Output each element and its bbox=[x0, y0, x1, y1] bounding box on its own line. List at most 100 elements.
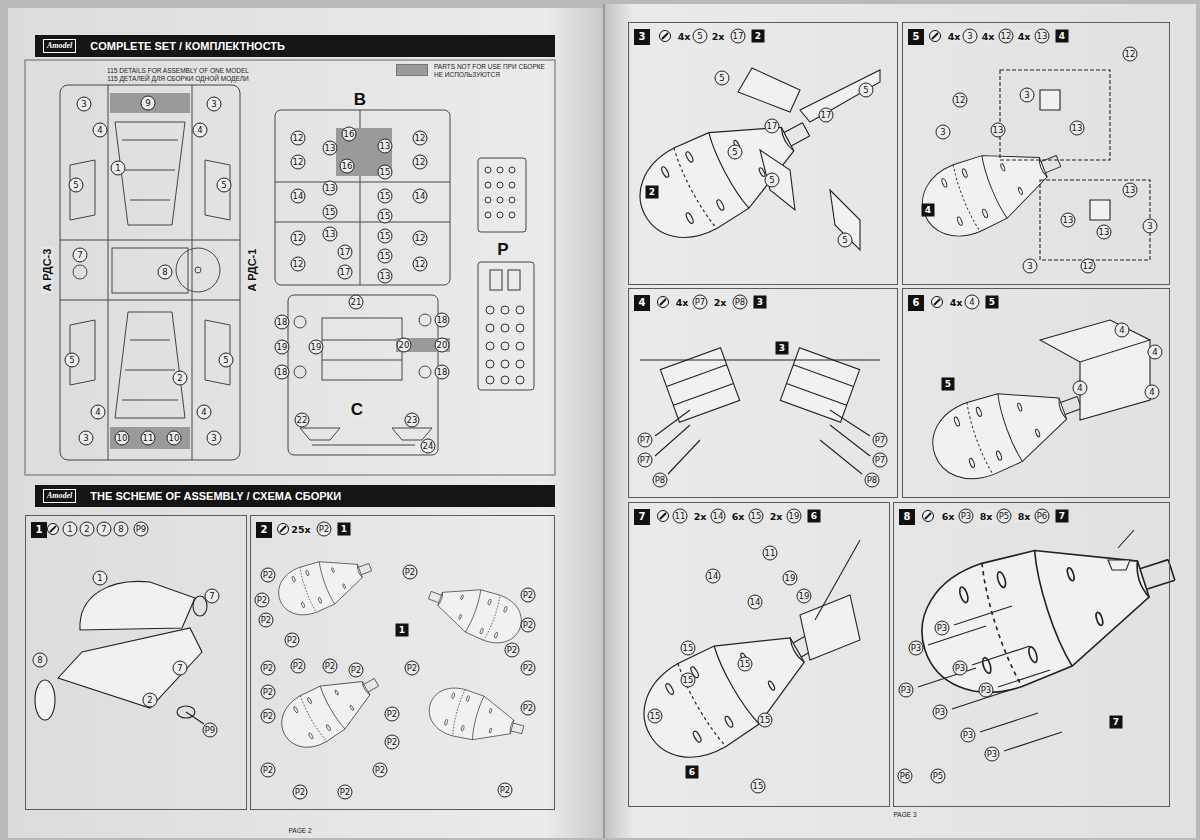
quantity-text: 4x bbox=[1017, 31, 1032, 42]
callout-number: 12 bbox=[999, 29, 1014, 44]
callout-number: P2 bbox=[385, 735, 400, 750]
sprue-letter: C bbox=[349, 401, 365, 419]
callout-number: 5 bbox=[715, 71, 730, 86]
assembly-ref: 1 bbox=[338, 523, 351, 536]
callout-number: P9 bbox=[134, 522, 149, 537]
note-text: PAGE 3 bbox=[893, 811, 916, 818]
sprue-letter: B bbox=[352, 91, 368, 109]
callout-number: 3 bbox=[79, 431, 94, 446]
callout-number: 22 bbox=[295, 413, 310, 428]
callout-number: 1 bbox=[111, 161, 126, 176]
assembly-ref: 2 bbox=[646, 186, 659, 199]
callout-number: P2 bbox=[261, 661, 276, 676]
callout-number: 15 bbox=[378, 249, 393, 264]
callout-number: 4 bbox=[1145, 385, 1160, 400]
assembly-ref: 3 bbox=[754, 296, 767, 309]
callout-number: 4 bbox=[197, 405, 212, 420]
callout-number: 16 bbox=[340, 159, 355, 174]
assembly-ref: 5 bbox=[986, 296, 999, 309]
quantity-text: 2x bbox=[713, 297, 728, 308]
step-number: 4 bbox=[634, 295, 650, 311]
callout-number: 8 bbox=[33, 653, 48, 668]
assembly-drawings bbox=[35, 31, 1192, 777]
callout-number: 15 bbox=[378, 189, 393, 204]
step-panel: 4 bbox=[628, 288, 898, 498]
step-number: 3 bbox=[634, 29, 650, 45]
callout-number: P2 bbox=[405, 661, 420, 676]
step-number: 6 bbox=[908, 295, 924, 311]
callout-number: P3 bbox=[979, 683, 994, 698]
callout-number: 18 bbox=[275, 315, 290, 330]
callout-number: 12 bbox=[291, 155, 306, 170]
callout-number: 11 bbox=[763, 546, 778, 561]
callout-number: 12 bbox=[1081, 259, 1096, 274]
callout-number: 4 bbox=[965, 295, 980, 310]
callout-number: 20 bbox=[435, 338, 450, 353]
callout-number: 3 bbox=[1020, 88, 1035, 103]
callout-number: 13 bbox=[323, 227, 338, 242]
callout-number: P8 bbox=[865, 473, 880, 488]
callout-number: 13 bbox=[323, 181, 338, 196]
sprue-drawings bbox=[25, 60, 555, 475]
callout-number: 17 bbox=[731, 29, 746, 44]
callout-number: 19 bbox=[309, 340, 324, 355]
assembly-ref: 7 bbox=[1056, 510, 1069, 523]
callout-number: P2 bbox=[498, 783, 513, 798]
callout-number: P2 bbox=[261, 685, 276, 700]
callout-number: 18 bbox=[435, 313, 450, 328]
callout-number: 15 bbox=[648, 709, 663, 724]
callout-number: 12 bbox=[953, 93, 968, 108]
callout-number: P2 bbox=[521, 588, 536, 603]
callout-number: 20 bbox=[397, 338, 412, 353]
callout-number: P3 bbox=[909, 641, 924, 656]
header-band: AmodelCOMPLETE SET / КОМПЛЕКТНОСТЬ bbox=[35, 35, 555, 57]
callout-number: 3 bbox=[963, 29, 978, 44]
step-number: 7 bbox=[634, 509, 650, 525]
callout-number: 5 bbox=[693, 29, 708, 44]
callout-number: 5 bbox=[219, 353, 234, 368]
callout-number: 14 bbox=[413, 189, 428, 204]
callout-number: 15 bbox=[378, 229, 393, 244]
callout-number: 17 bbox=[338, 265, 353, 280]
callout-number: P2 bbox=[521, 618, 536, 633]
callout-number: 12 bbox=[291, 131, 306, 146]
callout-number: 23 bbox=[405, 413, 420, 428]
quantity-text: 8x bbox=[979, 511, 994, 522]
callout-number: 3 bbox=[207, 431, 222, 446]
step-number: 5 bbox=[908, 29, 924, 45]
callout-number: 5 bbox=[859, 83, 874, 98]
callout-number: 19 bbox=[783, 571, 798, 586]
sprue-name: A РДС-1 bbox=[246, 247, 258, 294]
callout-number: 2 bbox=[173, 371, 188, 386]
callout-number: P3 bbox=[985, 747, 1000, 762]
step-panel: 7 bbox=[628, 502, 890, 807]
note-text: 115 DETAILS FOR ASSEMBLY OF ONE MODEL bbox=[107, 67, 249, 74]
callout-number: 19 bbox=[275, 340, 290, 355]
callout-number: 12 bbox=[291, 257, 306, 272]
callout-number: 19 bbox=[787, 509, 802, 524]
callout-number: 14 bbox=[748, 595, 763, 610]
callout-number: 5 bbox=[765, 173, 780, 188]
callout-number: 13 bbox=[1035, 29, 1050, 44]
callout-number: 8 bbox=[158, 265, 173, 280]
callout-number: 16 bbox=[342, 127, 357, 142]
callout-number: 4 bbox=[1148, 345, 1163, 360]
assembly-ref: 4 bbox=[922, 204, 935, 217]
callout-number: 12 bbox=[413, 257, 428, 272]
callout-number: 13 bbox=[1097, 225, 1112, 240]
callout-number: 3 bbox=[207, 97, 222, 112]
callout-number: 3 bbox=[1023, 259, 1038, 274]
callout-number: 10 bbox=[167, 431, 182, 446]
callout-number: 12 bbox=[1123, 47, 1138, 62]
legend-swatch bbox=[396, 64, 428, 76]
callout-number: 5 bbox=[838, 233, 853, 248]
callout-number: P6 bbox=[1035, 509, 1050, 524]
callout-number: 8 bbox=[114, 522, 129, 537]
callout-number: P7 bbox=[638, 433, 653, 448]
step-panel: 6 bbox=[902, 288, 1170, 498]
callout-number: 2 bbox=[143, 693, 158, 708]
callout-number: P2 bbox=[317, 522, 332, 537]
callout-number: 15 bbox=[738, 657, 753, 672]
callout-number: P2 bbox=[261, 763, 276, 778]
callout-number: P3 bbox=[899, 683, 914, 698]
